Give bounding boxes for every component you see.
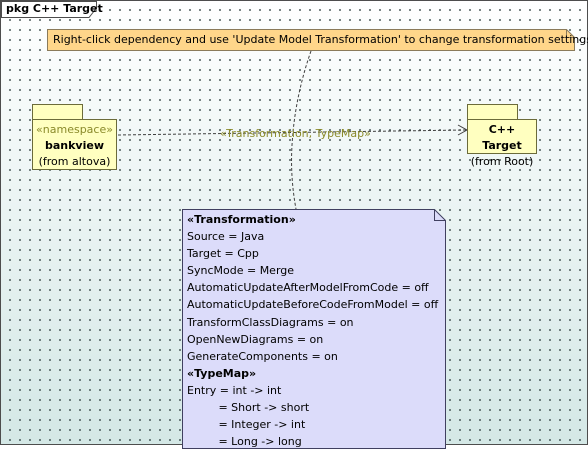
note-property-line: = Short -> short	[187, 401, 310, 415]
bankview-package-tab	[32, 104, 83, 120]
hint-note[interactable]: Right-click dependency and use 'Update M…	[47, 29, 588, 51]
note-property-line: GenerateComponents = on	[187, 349, 338, 363]
hint-note-text: Right-click dependency and use 'Update M…	[53, 33, 588, 46]
note-property-line: OpenNewDiagrams = on	[187, 332, 324, 346]
note-stereotype-line: «Transformation»	[187, 213, 296, 226]
cpp-target-name: C++ Target	[482, 123, 522, 152]
cpp-target-package[interactable]: C++ Target (from Root)	[467, 119, 537, 168]
note-stereotype-line: «TypeMap»	[187, 366, 257, 380]
note-property-line: Source = Java	[187, 230, 265, 244]
bankview-origin: (from altova)	[38, 155, 111, 168]
dependency-line[interactable]	[117, 129, 467, 136]
note-property-line: TransformClassDiagrams = on	[187, 315, 354, 329]
note-property-line: = Integer -> int	[187, 418, 306, 432]
note-property-line: Entry = int -> int	[187, 383, 282, 397]
note-property-line: AutomaticUpdateAfterModelFromCode = off	[187, 281, 429, 295]
dependency-label[interactable]: «Transformation, TypeMap»	[220, 127, 371, 140]
frame-title: pkg C++ Target	[6, 2, 103, 15]
note-property-line: Target = Cpp	[187, 247, 259, 261]
cpp-target-package-tab	[467, 104, 518, 120]
hint-anchor-line	[292, 50, 312, 133]
note-property-line: SyncMode = Merge	[187, 264, 295, 278]
bankview-name: bankview	[44, 139, 104, 152]
bankview-stereotype: «namespace»	[36, 123, 113, 136]
bankview-package[interactable]: «namespace» bankview (from altova)	[32, 119, 117, 170]
frame-tab: pkg C++ Target	[1, 1, 103, 18]
note-property-line: AutomaticUpdateBeforeCodeFromModel = off	[187, 298, 439, 312]
note-property-line: = Long -> long	[187, 435, 302, 449]
note-anchor-line	[291, 132, 297, 210]
cpp-target-origin: (from Root)	[470, 155, 534, 168]
